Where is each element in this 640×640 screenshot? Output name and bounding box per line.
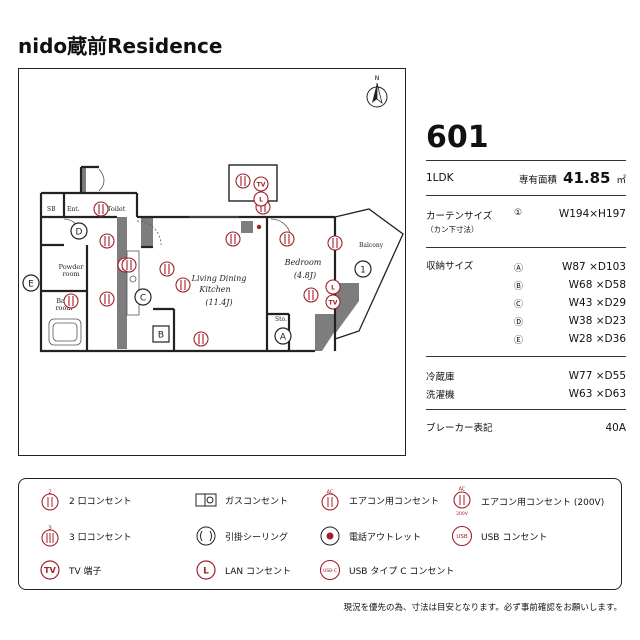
curtain-section: カーテンサイズ （カン下寸法） ① W194×H197 bbox=[426, 208, 626, 235]
room-label-balcony: Balcony bbox=[359, 242, 384, 249]
lan-outlet-icon bbox=[253, 191, 269, 207]
room-label-kitchen: Kitchen bbox=[198, 285, 230, 294]
svg-text:AC: AC bbox=[459, 487, 466, 493]
curtain-mark: ① bbox=[514, 208, 523, 218]
lan-outlet-icon-bedroom bbox=[325, 279, 341, 295]
outlet-3-icon: 3 bbox=[41, 526, 59, 547]
curtain-value: W194×H197 bbox=[558, 208, 626, 220]
legend-item-usb: USB USB コンセント bbox=[451, 525, 547, 547]
room-label-sb: SB bbox=[47, 206, 56, 213]
svg-text:TV: TV bbox=[44, 566, 56, 575]
svg-text:1: 1 bbox=[360, 266, 366, 276]
svg-text:200V: 200V bbox=[456, 511, 469, 517]
svg-text:TV: TV bbox=[329, 300, 338, 307]
legend-item-usb-c: USB-C USB タイプ C コンセント bbox=[319, 559, 454, 581]
svg-text:TV: TV bbox=[257, 182, 266, 189]
room-label-bedroom: Bedroom bbox=[284, 258, 322, 267]
room-label-ldk: Living Dining bbox=[191, 274, 247, 283]
room-label-powder-2: room bbox=[62, 270, 79, 278]
disclaimer-note: 現況を優先の為、寸法は目安となります。必ず事前確認をお願いします。 bbox=[343, 603, 622, 613]
storage-mark-b: B bbox=[158, 331, 164, 341]
legend-item-outlet-3: 3 3 口コンセント bbox=[39, 525, 132, 547]
legend-item-tv: TV TV 端子 bbox=[39, 559, 102, 581]
storage-mark-d: D bbox=[70, 222, 88, 240]
svg-text:D: D bbox=[76, 228, 83, 238]
gas-outlet-icon bbox=[195, 493, 217, 507]
storage-mark-c: C bbox=[134, 288, 152, 306]
curtain-sublabel: （カン下寸法） bbox=[426, 225, 479, 234]
curtain-label: カーテンサイズ bbox=[426, 211, 493, 222]
compass-letter: N bbox=[375, 75, 380, 82]
room-label-ldk-size: (11.4J) bbox=[205, 298, 232, 307]
outlet-2-icon: 2 bbox=[41, 490, 59, 511]
usb-c-outlet-icon: USB-C bbox=[319, 559, 341, 581]
legend-item-outlet-2: 2 2 口コンセント bbox=[39, 489, 132, 511]
svg-text:2: 2 bbox=[48, 490, 52, 496]
svg-text:C: C bbox=[140, 294, 146, 304]
legend-item-phone: 電話アウトレット bbox=[319, 525, 421, 547]
tv-jack-icon-bedroom bbox=[325, 294, 341, 310]
floor-plan: N bbox=[18, 68, 406, 456]
legend-item-gas: ガスコンセント bbox=[195, 489, 288, 511]
legend-item-ac: AC エアコン用コンセント bbox=[319, 489, 439, 511]
balcony-outline bbox=[334, 208, 404, 340]
curtain-mark-1: 1 bbox=[354, 260, 372, 278]
fixtures bbox=[48, 168, 292, 346]
unit-type: 1LDK bbox=[426, 172, 454, 184]
room-label-toilet: Toilet bbox=[107, 205, 126, 213]
tv-jack-icon: TV bbox=[40, 560, 60, 580]
storage-mark-a: A bbox=[274, 327, 292, 345]
ceiling-hook-icon bbox=[196, 526, 216, 546]
lan-outlet-icon: L bbox=[196, 560, 216, 580]
svg-text:L: L bbox=[259, 197, 263, 204]
ac-200v-outlet-icon: AC 200V bbox=[453, 487, 471, 517]
room-label-bath-2: room bbox=[55, 304, 72, 312]
svg-text:E: E bbox=[28, 280, 34, 290]
svg-text:USB-C: USB-C bbox=[323, 568, 337, 574]
svg-text:USB: USB bbox=[456, 534, 468, 540]
room-label-bedroom-size: (4.8J) bbox=[294, 271, 316, 280]
room-label-storage: Sto. bbox=[275, 316, 287, 323]
room-label-powder: Powder bbox=[59, 263, 85, 271]
svg-text:3: 3 bbox=[48, 526, 52, 532]
legend: 2 2 口コンセント 3 3 口コンセント TV TV 端子 ガスコンセント 引… bbox=[18, 478, 622, 590]
shaded-areas bbox=[80, 167, 359, 351]
spec-panel: 601 1LDK 専有面積 41.85 ㎡ カーテンサイズ （カン下寸法） ① … bbox=[426, 120, 626, 434]
property-title: nido蔵前Residence bbox=[18, 34, 223, 58]
room-label-ent: Ent. bbox=[67, 206, 80, 213]
svg-text:AC: AC bbox=[327, 490, 334, 496]
svg-text:A: A bbox=[280, 333, 287, 343]
svg-text:L: L bbox=[331, 285, 335, 292]
area-unit: ㎡ bbox=[616, 175, 626, 186]
phone-outlet-icon bbox=[320, 526, 340, 546]
unit-number: 601 bbox=[426, 120, 489, 155]
legend-item-ceiling: 引掛シーリング bbox=[195, 525, 288, 547]
ac-outlet-icon: AC bbox=[321, 490, 339, 511]
usb-outlet-icon: USB bbox=[451, 525, 473, 547]
storage-mark-b-box bbox=[152, 325, 170, 343]
phone-outlet-icon bbox=[256, 224, 262, 230]
north-compass-icon: N bbox=[366, 75, 388, 108]
floor-plan-drawing: N bbox=[22, 75, 404, 353]
area-label: 専有面積 bbox=[519, 175, 558, 186]
legend-item-lan: L LAN コンセント bbox=[195, 559, 291, 581]
tv-jack-icon bbox=[253, 176, 269, 192]
area-value: 41.85 bbox=[563, 169, 611, 187]
svg-text:L: L bbox=[203, 567, 209, 577]
storage-label: 収納サイズ bbox=[426, 261, 474, 272]
storage-mark-e: E bbox=[22, 274, 40, 292]
